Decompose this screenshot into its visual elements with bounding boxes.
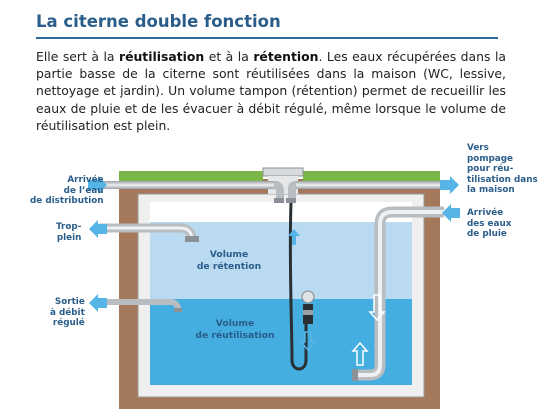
arrow-pump-down — [299, 331, 317, 352]
label-volume-reutilisation: Volume de réutilisation — [195, 318, 275, 341]
pump-hose — [288, 202, 308, 371]
label-arrivee-pluie: Arrivée des eaux de pluie — [467, 208, 512, 239]
distribution-pipe — [98, 181, 278, 189]
rainwater-pipe-mouth — [352, 369, 358, 381]
arrow-regulated-out — [89, 294, 107, 312]
pump-pipe — [296, 181, 444, 189]
intro-bold-retention: rétention — [253, 49, 319, 64]
intro-text-1: Elle sert à la — [36, 49, 119, 64]
grass-right — [303, 171, 440, 183]
overflow-pipe-mouth — [185, 236, 199, 242]
intro-paragraph: Elle sert à la réutilisation et à la rét… — [36, 48, 506, 134]
label-volume-retention: Volume de rétention — [196, 249, 262, 272]
distribution-pipe-elbow — [274, 181, 284, 199]
label-arrivee-distribution: Arrivée de l’eau de distribution — [30, 175, 104, 206]
label-trop-plein: Trop- plein — [56, 222, 82, 243]
valve-right — [286, 198, 296, 203]
intro-bold-reutilisation: réutilisation — [118, 49, 205, 64]
arrow-overflow-out — [89, 220, 107, 238]
grass-left — [119, 171, 263, 183]
label-vers-pompage: Vers pompage pour réu- tilisation dans l… — [467, 143, 538, 195]
arrow-rainwater-in — [442, 204, 460, 222]
arrow-distribution-in — [88, 176, 107, 194]
arrow-rain-up — [351, 341, 369, 366]
pump-band — [303, 310, 313, 315]
intro-text-3: . Les eaux récupérées dans la partie bas… — [36, 49, 506, 133]
title-rule — [36, 37, 498, 39]
valve-left — [274, 198, 284, 203]
arrow-pump-out — [440, 176, 459, 194]
pump-float — [301, 290, 315, 304]
regulated-outlet-mouth — [174, 308, 182, 312]
arrow-rain-down — [368, 294, 386, 322]
pump-pipe-elbow — [288, 181, 296, 199]
access-hatch — [262, 167, 304, 177]
label-sortie-debit-regule: Sortie à débit régulé — [50, 297, 85, 328]
intro-text-2: et à la — [204, 49, 254, 64]
page-title: La citerne double fonction — [36, 12, 281, 31]
arrow-retention-up — [288, 229, 300, 245]
